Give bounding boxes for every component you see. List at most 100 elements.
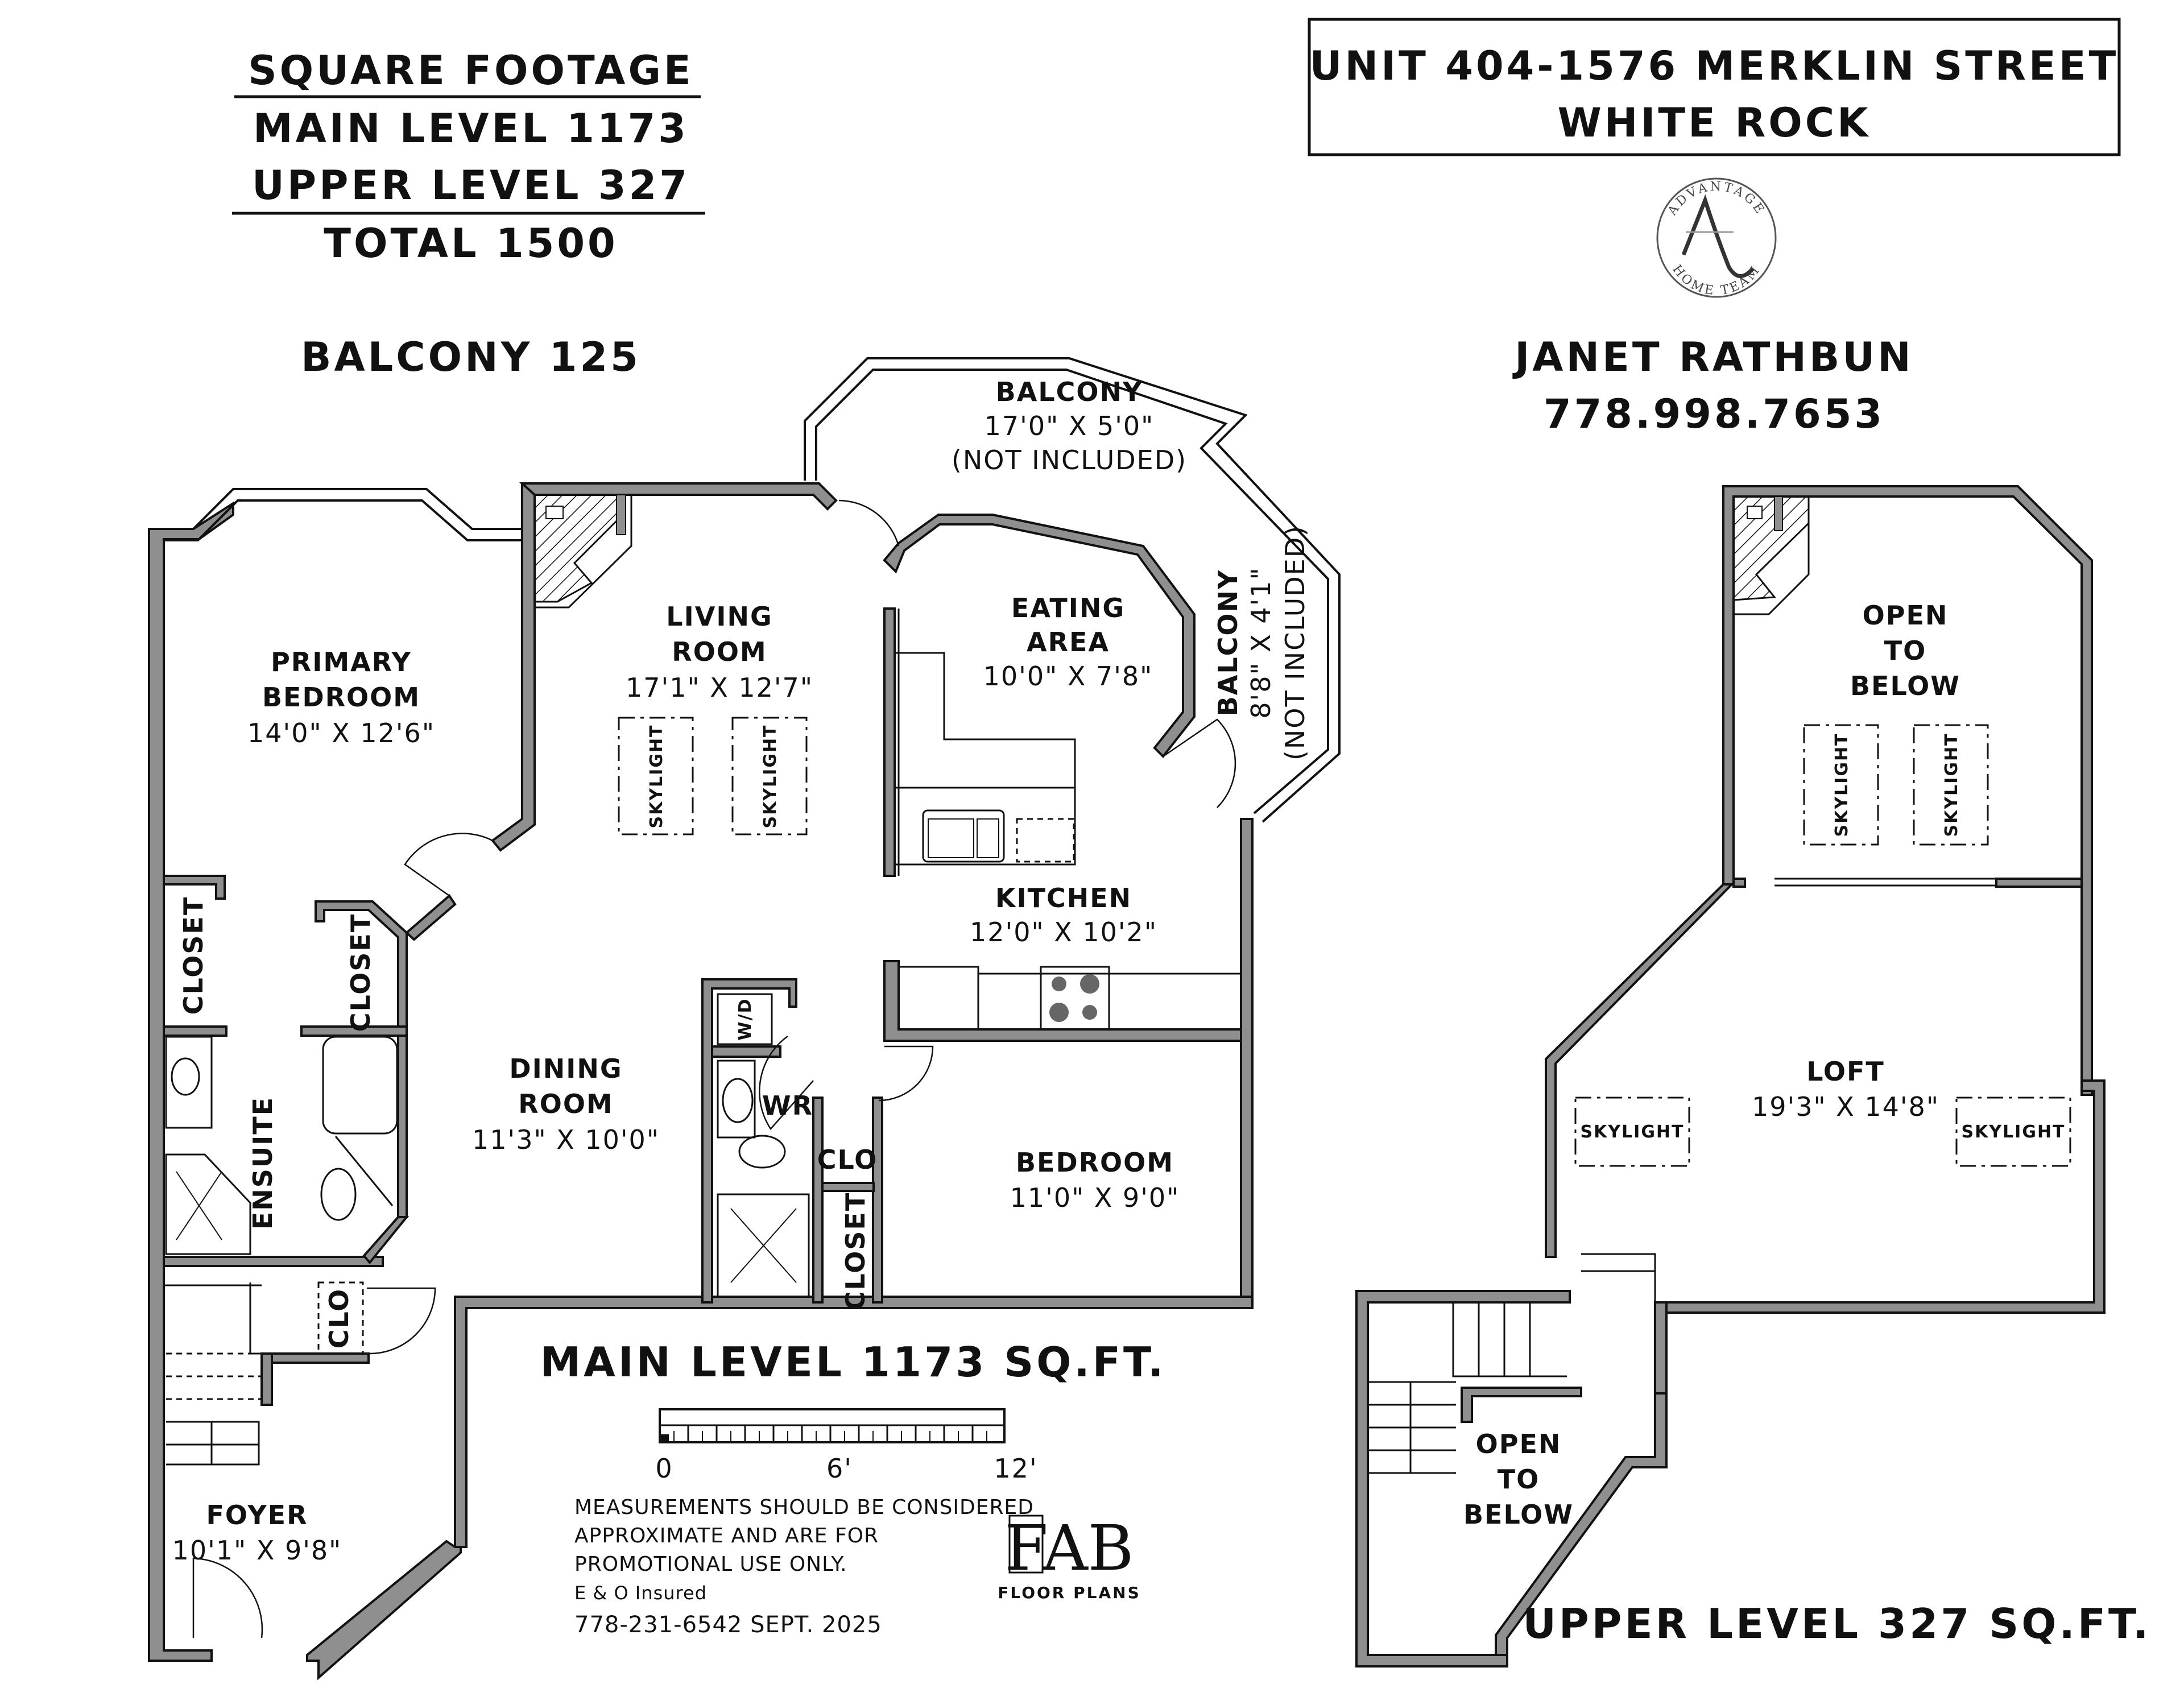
upper-level-labels: OPEN TO BELOW LOFT 19'3" X 14'8" SKYLIGH… xyxy=(1463,600,2151,1648)
range-icon xyxy=(1040,966,1110,1031)
agent-name: JANET RATHBUN xyxy=(1512,334,1914,380)
ensuite-sink-icon xyxy=(171,1057,200,1096)
toilet-icon xyxy=(738,1135,786,1169)
foyer-name: FOYER xyxy=(206,1500,308,1530)
upper-wall-loft-diagonal xyxy=(1545,883,1735,1258)
loft-name: LOFT xyxy=(1806,1056,1885,1087)
bay-window-top xyxy=(149,488,522,530)
wall-ensuite-south xyxy=(163,1256,384,1267)
entry-door[interactable] xyxy=(192,1557,263,1639)
laundry-name: W/D xyxy=(735,998,755,1041)
clo-1-name: CLO xyxy=(817,1144,878,1175)
wall-laundry-south xyxy=(711,1045,781,1058)
wall-kitchen-south xyxy=(883,960,1242,1042)
dishwasher-icon xyxy=(1016,818,1075,863)
bedroom-dims: 11'0" X 9'0" xyxy=(1010,1182,1180,1213)
wall-west xyxy=(148,501,234,1662)
eating-area-name: EATING xyxy=(1011,593,1125,623)
balcony-side-name: BALCONY xyxy=(1213,569,1243,717)
disclaimer: MEASUREMENTS SHOULD BE CONSIDERED APPROX… xyxy=(574,1496,1033,1638)
upper-wall-stairwell xyxy=(1355,1290,1571,1668)
logo-bottom-text: HOME TEAM xyxy=(1669,262,1761,298)
upper-wall-open-diagonal xyxy=(1495,1392,1668,1656)
wall-closet-east xyxy=(872,1097,883,1304)
upper-wall-north xyxy=(1722,485,2093,1096)
upper-skylight-1-label: SKYLIGHT xyxy=(1832,733,1852,837)
wall-clo-south xyxy=(821,1182,875,1192)
bay-window-inner xyxy=(164,499,522,541)
foyer-closet-door[interactable] xyxy=(367,1287,436,1355)
upper-level-total: UPPER LEVEL 327 xyxy=(252,162,690,209)
foyer-closet xyxy=(317,1281,364,1355)
loft-dims: 19'3" X 14'8" xyxy=(1752,1091,1939,1122)
wall-washroom-west xyxy=(701,978,797,1304)
closet-1-name: CLOSET xyxy=(178,896,209,1015)
balcony-door-north[interactable] xyxy=(838,499,900,547)
upper-skylight-3-label: SKYLIGHT xyxy=(1580,1122,1684,1142)
logo-monogram-icon xyxy=(1681,194,1755,278)
kitchen-counter xyxy=(895,652,1076,866)
kitchen-dims: 12'0" X 10'2" xyxy=(970,917,1157,947)
disclaimer-contact-date: 778-231-6542 SEPT. 2025 xyxy=(574,1612,882,1638)
kitchen-name: KITCHEN xyxy=(995,883,1132,913)
wall-washroom-east xyxy=(812,1097,824,1304)
fab-logo-sub: FLOOR PLANS xyxy=(998,1583,1141,1602)
upper-skylight-4-label: SKYLIGHT xyxy=(1961,1122,2065,1142)
skylight-2 xyxy=(731,717,808,835)
dining-room-name-2: ROOM xyxy=(518,1089,613,1119)
foyer-dims: 10'1" X 9'8" xyxy=(172,1535,342,1566)
ensuite-shower-icon xyxy=(165,1153,251,1255)
skylight-1 xyxy=(618,717,694,835)
wall-east xyxy=(1240,818,1254,1304)
living-room-name: LIVING xyxy=(666,601,772,632)
upper-skylight-2 xyxy=(1913,724,1989,846)
total-footage: TOTAL 1500 xyxy=(324,220,618,267)
upper-skylight-3 xyxy=(1574,1097,1690,1167)
svg-text:ADVANTAGE: ADVANTAGE xyxy=(1665,180,1768,218)
scale-label-0: 0 xyxy=(655,1453,673,1484)
disclaimer-line-3: PROMOTIONAL USE ONLY. xyxy=(574,1553,847,1576)
eating-area-name-2: AREA xyxy=(1027,627,1110,657)
living-room-name-2: ROOM xyxy=(672,636,767,667)
upper-level-caption: UPPER LEVEL 327 SQ.FT. xyxy=(1523,1600,2151,1648)
advantage-home-team-logo: ADVANTAGE HOME TEAM xyxy=(1656,177,1777,298)
washroom-shower-icon xyxy=(717,1193,810,1298)
balcony-footage: BALCONY 125 xyxy=(301,334,641,380)
eating-area-bay-wall xyxy=(883,514,1196,759)
svg-text:HOME TEAM: HOME TEAM xyxy=(1669,262,1763,298)
address-box: UNIT 404-1576 MERKLIN STREET WHITE ROCK xyxy=(1308,18,2121,156)
upper-skylight-1 xyxy=(1803,724,1879,846)
primary-bedroom-door[interactable] xyxy=(404,833,493,897)
square-footage-block: SQUARE FOOTAGE MAIN LEVEL 1173 UPPER LEV… xyxy=(232,47,705,380)
stairs xyxy=(166,1421,260,1466)
washroom-sink-icon xyxy=(722,1078,754,1123)
scale-label-6: 6' xyxy=(826,1453,853,1484)
dining-room-dims: 11'3" X 10'0" xyxy=(472,1124,660,1155)
open-to-below-top-line3: BELOW xyxy=(1850,671,1960,701)
ensuite-toilet-icon xyxy=(320,1168,357,1221)
primary-bedroom-dims: 14'0" X 12'6" xyxy=(247,718,435,748)
sink-icon xyxy=(922,809,1005,863)
open-to-below-top-line2: TO xyxy=(1884,635,1926,666)
washroom-door[interactable] xyxy=(759,1035,814,1131)
balcony-side-note: (NOT INCLUDED) xyxy=(1280,525,1310,760)
bedroom-name: BEDROOM xyxy=(1016,1147,1174,1178)
balcony-top-dims: 17'0" X 5'0" xyxy=(985,411,1155,441)
dining-room-name: DINING xyxy=(509,1053,622,1084)
primary-bedroom-name: PRIMARY xyxy=(271,647,412,677)
balcony-door-east[interactable] xyxy=(1163,718,1236,808)
scale-label-12: 12' xyxy=(994,1453,1037,1484)
balcony-railing-inner xyxy=(815,369,1329,814)
balcony-top-name: BALCONY xyxy=(996,376,1143,407)
skylight-1-label: SKYLIGHT xyxy=(647,724,667,828)
disclaimer-line-2: APPROXIMATE AND ARE FOR xyxy=(574,1524,879,1548)
bathtub-icon xyxy=(322,1036,398,1135)
open-to-below-bottom-line3: BELOW xyxy=(1463,1499,1574,1530)
upper-skylight-2-label: SKYLIGHT xyxy=(1942,733,1962,837)
wall-living-west xyxy=(491,482,536,852)
bedroom-door[interactable] xyxy=(878,1045,934,1102)
washroom-name: WR xyxy=(762,1090,813,1121)
logo-top-text: ADVANTAGE xyxy=(1665,180,1765,218)
washer-dryer-icon xyxy=(717,993,773,1045)
